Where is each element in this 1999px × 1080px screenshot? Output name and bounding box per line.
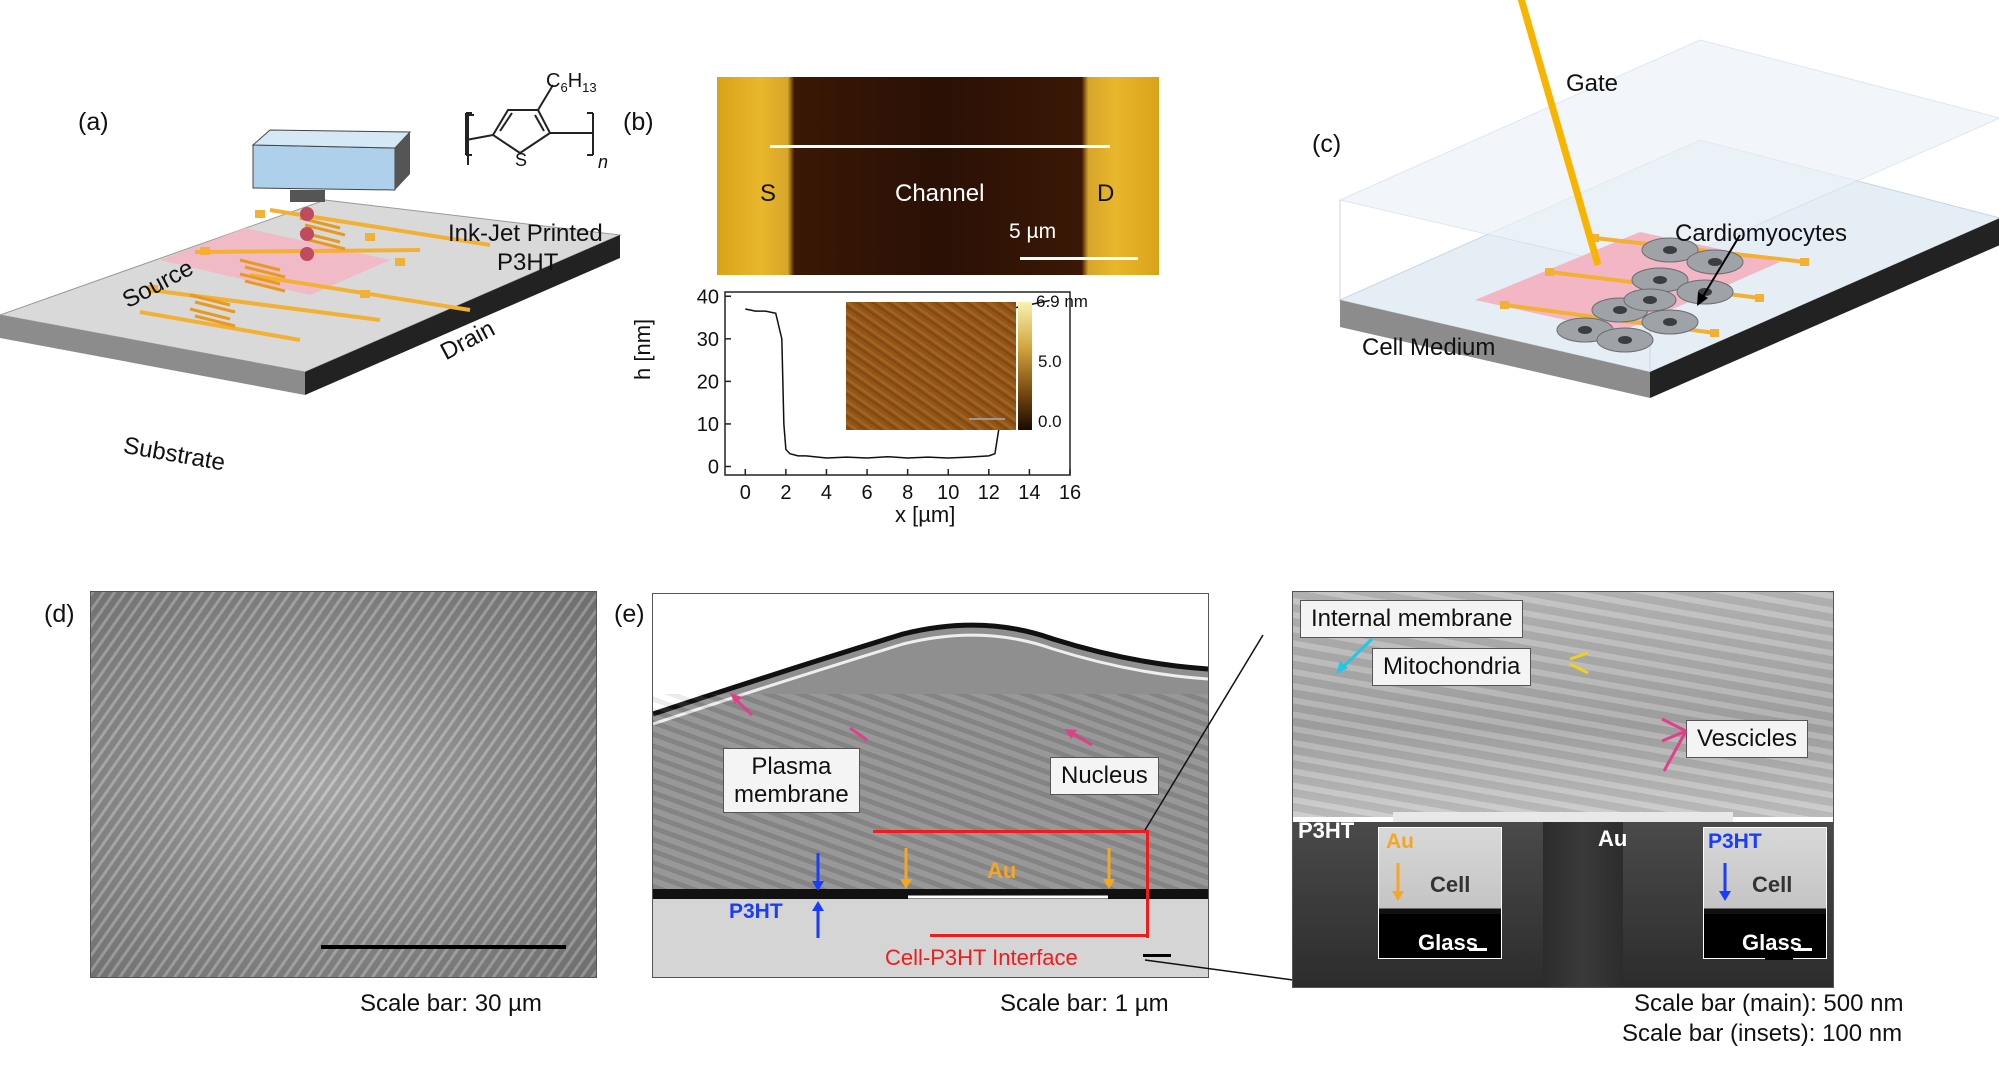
y-tick-label: 0 <box>708 456 719 478</box>
ofet-schematic <box>0 129 622 395</box>
afm-d-label: D <box>1097 180 1115 207</box>
scale-main-text: Scale bar (main): 500 nm <box>1634 990 1904 1017</box>
interface-outline-bottom <box>930 934 1146 937</box>
afm-scalebar <box>1020 257 1138 260</box>
molecule-label-1: Ink-Jet Printed <box>448 220 603 247</box>
mitochondria-box: Mitochondria <box>1372 648 1532 686</box>
inset1-glass: Glass <box>1418 930 1478 955</box>
interface-outline <box>873 830 1149 938</box>
chem-S: S <box>515 150 528 170</box>
inset1-cell: Cell <box>1430 872 1471 897</box>
panel-d-scale-text: Scale bar: 30 µm <box>360 990 542 1017</box>
chem-n: n <box>598 152 609 172</box>
chart-ylabel: h [nm] <box>630 318 655 380</box>
height-profile-chart: 0 2 4 6 8 10 12 14 16 0 10 20 30 40 <box>697 286 1081 504</box>
y-tick-label: 40 <box>697 286 719 308</box>
cardiomyocytes-label: Cardiomyocytes <box>1675 220 1848 247</box>
internal-membrane-box: Internal membrane <box>1300 600 1524 638</box>
x-tick-label: 4 <box>821 482 832 504</box>
inset-scalebar <box>969 418 1005 420</box>
chart-xlabel: x [µm] <box>895 502 956 527</box>
x-tick-label: 0 <box>740 482 751 504</box>
zoom-au-center: Au <box>1598 826 1628 851</box>
y-tick-label: 30 <box>697 329 719 351</box>
afm-channel-label: Channel <box>895 180 985 207</box>
tem-arrows <box>730 693 1115 938</box>
sem-image <box>90 591 597 978</box>
afm-s-label: S <box>760 180 777 207</box>
panel-a-label: (a) <box>78 108 109 136</box>
cell-ofet-schematic <box>1338 0 1999 398</box>
zoom-p3ht-left: P3HT <box>1298 818 1355 843</box>
inset2-cell: Cell <box>1752 872 1793 897</box>
zoom-connectors <box>1144 634 1294 981</box>
zoom-p3ht-right: P3HT <box>1878 818 1935 843</box>
colorbar <box>1018 302 1032 430</box>
tem-image <box>652 593 1209 978</box>
p3ht-structure <box>465 84 594 165</box>
scale-insets-text: Scale bar (insets): 100 nm <box>1622 1020 1903 1047</box>
x-tick-label: 16 <box>1059 482 1081 504</box>
afm-profile-line <box>770 145 1110 148</box>
x-tick-label: 2 <box>780 482 791 504</box>
x-tick-label: 6 <box>861 482 872 504</box>
inset2-p3ht: P3HT <box>1708 830 1762 853</box>
gate-label: Gate <box>1566 70 1619 97</box>
x-tick-label: 8 <box>902 482 913 504</box>
colorbar-top: 6.9 nm <box>1036 292 1088 311</box>
inset1-au: Au <box>1386 830 1414 853</box>
chart-inset-afm <box>846 302 1016 430</box>
vescicles-box: Vescicles <box>1686 720 1809 758</box>
y-tick-label: 10 <box>697 414 719 436</box>
p3ht-label: P3HT <box>729 900 783 923</box>
nucleus-box: Nucleus <box>1050 757 1159 795</box>
zoom-arrows <box>1336 637 1731 901</box>
chem-hexyl: C6H13 <box>546 70 597 95</box>
sem-scalebar <box>321 945 566 949</box>
panel-c-label: (c) <box>1312 130 1342 158</box>
panel-d-label: (d) <box>44 600 75 628</box>
plot-frame <box>724 291 1071 476</box>
x-tick-label: 12 <box>978 482 1000 504</box>
x-tick-label: 10 <box>937 482 959 504</box>
x-tick-label: 14 <box>1018 482 1040 504</box>
afm-image <box>717 77 1159 275</box>
inset2-glass: Glass <box>1742 930 1802 955</box>
afm-scale-label: 5 µm <box>1009 220 1057 243</box>
au-label: Au <box>987 858 1017 883</box>
colorbar-bottom: 0.0 <box>1038 412 1062 431</box>
molecule-label-2: P3HT <box>497 249 559 276</box>
cell-medium-label: Cell Medium <box>1362 334 1496 361</box>
panel-e-scale-text: Scale bar: 1 µm <box>1000 990 1169 1017</box>
colorbar-mid: 5.0 <box>1038 352 1062 371</box>
panel-b-label: (b) <box>623 108 654 136</box>
zoom-scalebar <box>1765 957 1793 960</box>
y-tick-label: 20 <box>697 371 719 393</box>
interface-label: Cell-P3HT Interface <box>885 945 1078 970</box>
panel-e-label: (e) <box>614 600 645 628</box>
tem-scalebar <box>1143 954 1171 957</box>
